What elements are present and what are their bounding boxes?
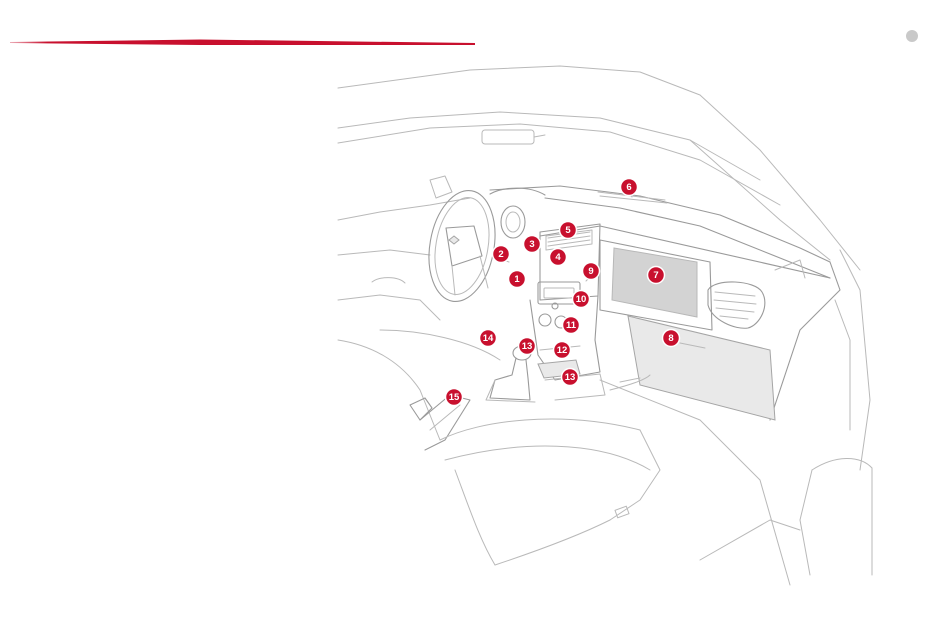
- callout-10: 10: [573, 291, 590, 308]
- passenger-seat: [380, 330, 660, 565]
- glovebox-panel: [600, 240, 712, 330]
- callout-number: 1: [514, 274, 520, 285]
- callout-number: 10: [576, 294, 587, 305]
- callout-number: 3: [529, 239, 534, 250]
- steering-wheel: [421, 185, 503, 306]
- callout-3: 3: [524, 236, 541, 253]
- callout-number: 7: [653, 270, 658, 281]
- callout-number: 13: [565, 372, 576, 383]
- callout-9: 9: [583, 263, 600, 280]
- callout-number: 11: [566, 320, 577, 331]
- callout-number: 12: [557, 345, 568, 356]
- callout-number: 5: [565, 225, 571, 236]
- callout-8: 8: [663, 330, 680, 347]
- callout-number: 13: [522, 341, 533, 352]
- callout-number: 2: [498, 249, 503, 260]
- header-red-rule: [10, 32, 475, 38]
- handbrake: [410, 395, 470, 450]
- callout-12: 12: [554, 342, 571, 359]
- right-air-vent: [708, 282, 765, 328]
- roof-lines: [338, 66, 860, 270]
- callout-number: 14: [483, 333, 494, 344]
- callout-number: 15: [449, 392, 460, 403]
- instrument-cluster: [490, 188, 545, 238]
- callout-5: 5: [560, 222, 577, 239]
- callout-6: 6: [621, 179, 638, 196]
- callout-number: 9: [588, 266, 593, 277]
- page-corner-dot: [906, 30, 918, 42]
- glovebox-door: [628, 316, 775, 420]
- callout-13: 13: [562, 369, 579, 386]
- callout-14: 14: [480, 330, 497, 347]
- callout-4: 4: [550, 249, 567, 266]
- callout-13: 13: [519, 338, 536, 355]
- callout-number: 6: [626, 182, 631, 193]
- callout-number: 4: [555, 252, 561, 263]
- callout-11: 11: [563, 317, 580, 334]
- callout-7: 7: [648, 267, 665, 284]
- callout-1: 1: [509, 271, 526, 288]
- callout-15: 15: [446, 389, 463, 406]
- callout-number: 8: [668, 333, 673, 344]
- callout-2: 2: [493, 246, 510, 263]
